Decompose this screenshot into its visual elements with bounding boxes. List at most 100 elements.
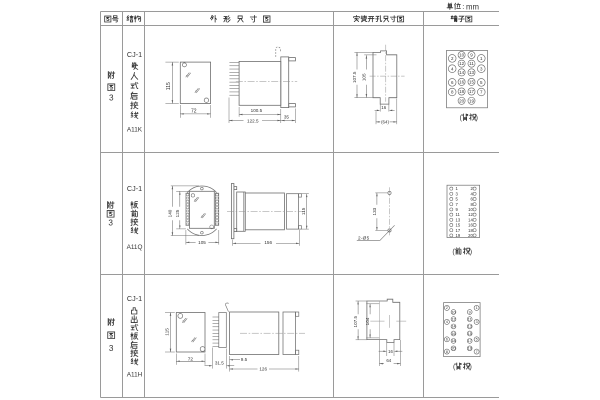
svg-text:13: 13 [456, 217, 461, 222]
svg-text:31.5: 31.5 [215, 361, 224, 366]
svg-text:1: 1 [480, 56, 483, 61]
svg-text:115: 115 [166, 82, 172, 90]
svg-text:(: ( [452, 249, 455, 256]
svg-text:18: 18 [459, 89, 465, 94]
svg-text:3: 3 [480, 66, 483, 71]
svg-text:3: 3 [109, 94, 114, 103]
svg-text:CJ-1: CJ-1 [127, 50, 142, 59]
svg-text:125: 125 [175, 209, 180, 217]
svg-text:12: 12 [459, 61, 465, 66]
svg-text:9: 9 [470, 53, 473, 58]
svg-text:115: 115 [301, 207, 306, 215]
svg-text:20: 20 [468, 233, 473, 238]
svg-text:11: 11 [468, 317, 472, 321]
svg-text:7: 7 [456, 202, 459, 207]
svg-text:20: 20 [451, 347, 455, 351]
svg-text:126: 126 [259, 367, 267, 372]
svg-text:5: 5 [480, 80, 483, 85]
svg-text:64: 64 [386, 358, 391, 363]
svg-text:122.5: 122.5 [247, 118, 259, 123]
svg-text:72: 72 [188, 356, 194, 362]
svg-text:(: ( [460, 115, 463, 122]
svg-text:15: 15 [468, 332, 472, 336]
svg-text:CJ-1: CJ-1 [127, 184, 142, 193]
svg-text:16: 16 [459, 80, 465, 85]
svg-text:4: 4 [451, 66, 454, 71]
svg-text:8: 8 [470, 202, 473, 207]
svg-text:8: 8 [451, 90, 454, 95]
svg-text:): ) [470, 249, 472, 256]
svg-text:1: 1 [456, 186, 459, 191]
svg-text:105: 105 [361, 73, 366, 81]
svg-text:100.5: 100.5 [251, 108, 263, 113]
svg-text:19: 19 [469, 98, 475, 103]
svg-text:20: 20 [459, 98, 465, 103]
svg-text:133: 133 [372, 207, 377, 215]
svg-text:13: 13 [468, 325, 472, 329]
svg-text:9.5: 9.5 [241, 357, 248, 362]
svg-text:9: 9 [469, 310, 471, 314]
svg-text:14: 14 [451, 325, 455, 329]
svg-text:A11Q: A11Q [127, 244, 143, 251]
svg-text:17: 17 [456, 228, 461, 233]
svg-text:A11K: A11K [127, 127, 143, 134]
svg-text:3: 3 [109, 344, 114, 353]
svg-text:16: 16 [388, 349, 393, 354]
svg-text:2: 2 [446, 306, 448, 310]
svg-text::: : [462, 2, 464, 11]
svg-text:15: 15 [469, 80, 475, 85]
svg-text:19: 19 [456, 233, 461, 238]
svg-text:7: 7 [476, 350, 478, 354]
svg-text:6: 6 [470, 197, 473, 202]
svg-text:13: 13 [469, 70, 475, 75]
svg-text:2: 2 [470, 186, 473, 191]
svg-text:3: 3 [476, 320, 478, 324]
svg-text:5: 5 [456, 197, 459, 202]
svg-text:107.5: 107.5 [353, 316, 358, 328]
svg-text:9: 9 [456, 207, 459, 212]
svg-text:8: 8 [446, 350, 448, 354]
svg-text:5: 5 [476, 338, 478, 342]
svg-text:2-Ø5: 2-Ø5 [358, 235, 370, 240]
svg-text:2: 2 [451, 56, 454, 61]
svg-text:18: 18 [451, 339, 455, 343]
svg-text:140: 140 [167, 209, 172, 217]
svg-text:10: 10 [468, 207, 473, 212]
svg-text:107.5: 107.5 [352, 71, 357, 83]
svg-text:4: 4 [470, 191, 473, 196]
svg-text:1: 1 [476, 306, 478, 310]
svg-text:35: 35 [284, 115, 290, 120]
svg-text:mm: mm [466, 2, 479, 11]
svg-text:17: 17 [469, 89, 475, 94]
svg-text:6: 6 [446, 338, 448, 342]
svg-text:(64): (64) [381, 120, 389, 125]
svg-text:3: 3 [456, 191, 459, 196]
svg-text:): ) [476, 115, 478, 122]
svg-text:11: 11 [456, 212, 461, 217]
svg-text:4: 4 [446, 320, 448, 324]
svg-text:12: 12 [451, 317, 455, 321]
svg-text:16: 16 [381, 105, 386, 110]
svg-text:12: 12 [468, 212, 473, 217]
svg-text:18: 18 [468, 228, 473, 233]
svg-text:(: ( [453, 364, 456, 371]
svg-text:16: 16 [468, 223, 473, 228]
svg-text:72: 72 [191, 108, 197, 114]
svg-text:105: 105 [198, 240, 206, 245]
svg-text:156: 156 [264, 240, 272, 245]
svg-text:7: 7 [480, 90, 483, 95]
svg-text:16: 16 [451, 332, 455, 336]
svg-text:CJ-1: CJ-1 [127, 294, 142, 303]
svg-text:115: 115 [165, 328, 171, 336]
svg-text:19: 19 [468, 347, 472, 351]
svg-text:A11H: A11H [127, 371, 143, 378]
svg-text:15: 15 [456, 223, 461, 228]
svg-text:11: 11 [469, 61, 474, 66]
svg-text:14: 14 [468, 217, 473, 222]
svg-text:6: 6 [451, 80, 454, 85]
svg-text:): ) [470, 364, 472, 371]
svg-text:10: 10 [451, 310, 455, 314]
svg-text:14: 14 [459, 70, 465, 75]
svg-text:17: 17 [468, 339, 472, 343]
svg-text:3: 3 [108, 219, 113, 228]
